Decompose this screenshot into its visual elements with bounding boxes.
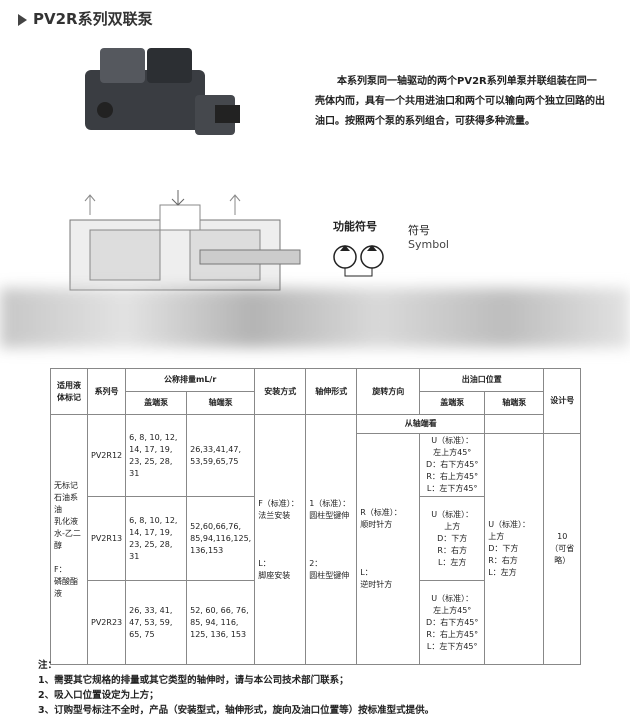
- mounting-line: 法兰安装: [258, 510, 291, 520]
- col-displacement: 公称排量mL/r: [125, 368, 256, 392]
- fluid-line: 乳化液: [54, 516, 78, 526]
- shaft-line: 1（标准）：: [309, 498, 351, 508]
- symbol-label-cn: 功能符号: [333, 220, 377, 233]
- outlet-line: L：左方: [437, 557, 467, 567]
- outlet-line: R：右上方45°: [426, 472, 479, 481]
- col-cover-pump: 盖端泵: [125, 391, 188, 415]
- shaft-cell: 52, 60, 66, 76, 85, 94, 116, 125, 136, 1…: [186, 580, 256, 665]
- outlet-cover-cell: U（标准）： 上方 D：下方 R：右方 L：左方: [419, 496, 486, 581]
- col-outlet-shaft: 轴端泵: [484, 391, 545, 415]
- outlet-line: 左上方45°: [433, 605, 472, 615]
- page-title: PV2R系列双联泵: [18, 8, 153, 29]
- shaft-cell: 52,60,66,76, 85,94,116,125, 136,153: [186, 496, 256, 581]
- triangle-bullet-icon: [18, 13, 27, 26]
- rotation-line: L：: [360, 568, 373, 577]
- shaft-line: 圆柱型键伸: [309, 570, 350, 580]
- mounting-line: F（标准）：: [258, 498, 299, 508]
- outlet-line: D：下方: [488, 544, 519, 553]
- series-cell: PV2R12: [86, 414, 127, 497]
- col-rotation: 旋转方向: [356, 368, 421, 415]
- outlet-line: D：右下方45°: [426, 460, 479, 469]
- series-cell: PV2R23: [86, 580, 127, 665]
- outlet-line: 上方: [444, 521, 461, 531]
- outlet-line: U（标准）：: [431, 436, 474, 445]
- cover-cell: 6, 8, 10, 12, 14, 17, 19, 23, 25, 28, 31: [125, 414, 188, 497]
- notes-heading: 注：: [38, 660, 58, 671]
- hydraulic-symbol-icon: [333, 245, 384, 277]
- outlet-line: U（标准）：: [431, 509, 474, 519]
- outlet-line: D：右下方45°: [426, 617, 479, 627]
- description: 本系列泵同一轴驱动的两个PV2R系列单泵并联组装在同一壳体内而，具有一个共用进油…: [315, 76, 605, 127]
- col-mounting: 安装方式: [254, 368, 307, 415]
- outlet-line: L：左下方45°: [426, 484, 478, 493]
- rotation-line: 顺时针方: [360, 520, 393, 529]
- col-fluid: 适用液体标记: [50, 368, 88, 415]
- notes: 注： 1、需要其它规格的排量或其它类型的轴伸时，请与本公司技术部门联系； 2、吸…: [38, 658, 434, 718]
- outlet-line: R：右方: [488, 556, 518, 565]
- series-cell: PV2R13: [86, 496, 127, 581]
- mounting-line: L：: [258, 558, 271, 568]
- outlet-shaft-cell: U（标准）： 上方 D：下方 R：右方 L：左方: [484, 433, 545, 665]
- design-line: （可省略）: [550, 544, 575, 565]
- col-design: 设计号: [543, 368, 582, 434]
- cutaway-drawing: [69, 190, 301, 291]
- outlet-line: 上方: [488, 532, 505, 541]
- col-outlet-cover: 盖端泵: [419, 391, 486, 415]
- view-from-shaft: 从轴端看: [356, 414, 486, 434]
- col-series: 系列号: [86, 368, 127, 415]
- cover-cell: 26, 33, 41, 47, 53, 59, 65, 75: [125, 580, 188, 665]
- pump-photo: [85, 48, 240, 135]
- mounting-line: 脚座安装: [258, 570, 291, 580]
- rotation-cell: R（标准）： 顺时针方 L： 逆时针方: [356, 433, 421, 665]
- outlet-line: 左上方45°: [433, 448, 472, 457]
- mounting-cell: F（标准）： 法兰安装 L： 脚座安装: [254, 414, 307, 665]
- note-item: 1、需要其它规格的排量或其它类型的轴伸时，请与本公司技术部门联系；: [38, 675, 349, 686]
- outlet-line: R：右上方45°: [426, 629, 479, 639]
- note-item: 2、吸入口位置设定为上方；: [38, 690, 159, 701]
- col-outlet: 出油口位置: [419, 368, 545, 392]
- outlet-cover-cell: U（标准）： 左上方45° D：右下方45° R：右上方45° L：左下方45°: [419, 580, 486, 665]
- design-cell: 10 （可省略）: [543, 433, 582, 665]
- outlet-cover-cell: U（标准）： 左上方45° D：右下方45° R：右上方45° L：左下方45°: [419, 433, 486, 497]
- rotation-line: R（标准）：: [360, 508, 402, 517]
- symbol-label-cn2: 符号: [408, 224, 430, 237]
- fluid-cell: 无标记石油系油乳化液水-乙二醇 F： 磷酸酯液: [50, 414, 88, 665]
- outlet-line: U（标准）：: [488, 520, 531, 529]
- outlet-line: U（标准）：: [431, 593, 474, 603]
- col-shaft: 轴伸形式: [305, 368, 358, 415]
- cover-cell: 6, 8, 10, 12, 14, 17, 19, 23, 25, 28, 31: [125, 496, 188, 581]
- shaft-line: 圆柱型键伸: [309, 510, 350, 520]
- fluid-line: 水-乙二醇: [54, 528, 81, 550]
- outlet-line: R：右方: [437, 545, 467, 555]
- title-text: PV2R系列双联泵: [33, 10, 153, 28]
- symbol-label-en: Symbol: [408, 238, 449, 251]
- fluid-line: 石油系油: [54, 492, 78, 514]
- outlet-line: L：左下方45°: [426, 641, 478, 651]
- watermark-blur: [0, 288, 630, 348]
- shaft-cell: 26,33,41,47, 53,59,65,75: [186, 414, 256, 497]
- rotation-line: 逆时针方: [360, 580, 393, 589]
- fluid-line: 磷酸酯液: [54, 576, 78, 598]
- fluid-line: F：: [54, 564, 67, 574]
- col-shaft-pump: 轴端泵: [186, 391, 256, 415]
- shaft-line: 2：: [309, 558, 323, 568]
- model-code-table: 适用液体标记 系列号 公称排量mL/r 安装方式 轴伸形式 旋转方向 出油口位置…: [50, 368, 582, 665]
- outlet-line: L：左方: [488, 568, 517, 577]
- outlet-line: D：下方: [437, 533, 468, 543]
- shaft-type-cell: 1（标准）： 圆柱型键伸 2： 圆柱型键伸: [305, 414, 358, 665]
- note-item: 3、订购型号标注不全时，产品（安装型式，轴伸形式，旋向及油口位置等）按标准型式提…: [38, 705, 435, 716]
- design-line: 10: [557, 532, 568, 541]
- fluid-line: 无标记: [54, 480, 78, 490]
